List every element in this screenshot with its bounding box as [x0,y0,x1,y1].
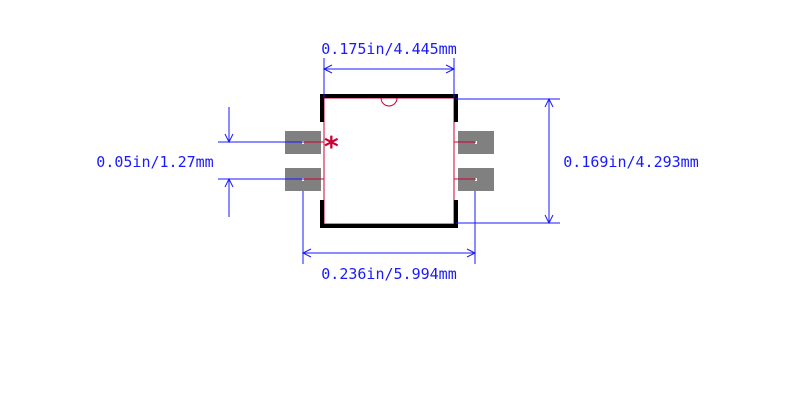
dim-label-top-width: 0.175in/4.445mm [321,40,456,58]
dim-label-overall-width: 0.236in/5.994mm [321,265,456,283]
dim-label-height: 0.169in/4.293mm [563,153,698,171]
dim-label-pitch: 0.05in/1.27mm [96,153,213,171]
silkscreen-outline [320,94,458,228]
orientation-notch [380,97,398,107]
pin1-marker: * [324,130,339,163]
body-outline [323,97,455,225]
pin-leads [304,141,476,180]
dimension-lines [218,58,560,264]
